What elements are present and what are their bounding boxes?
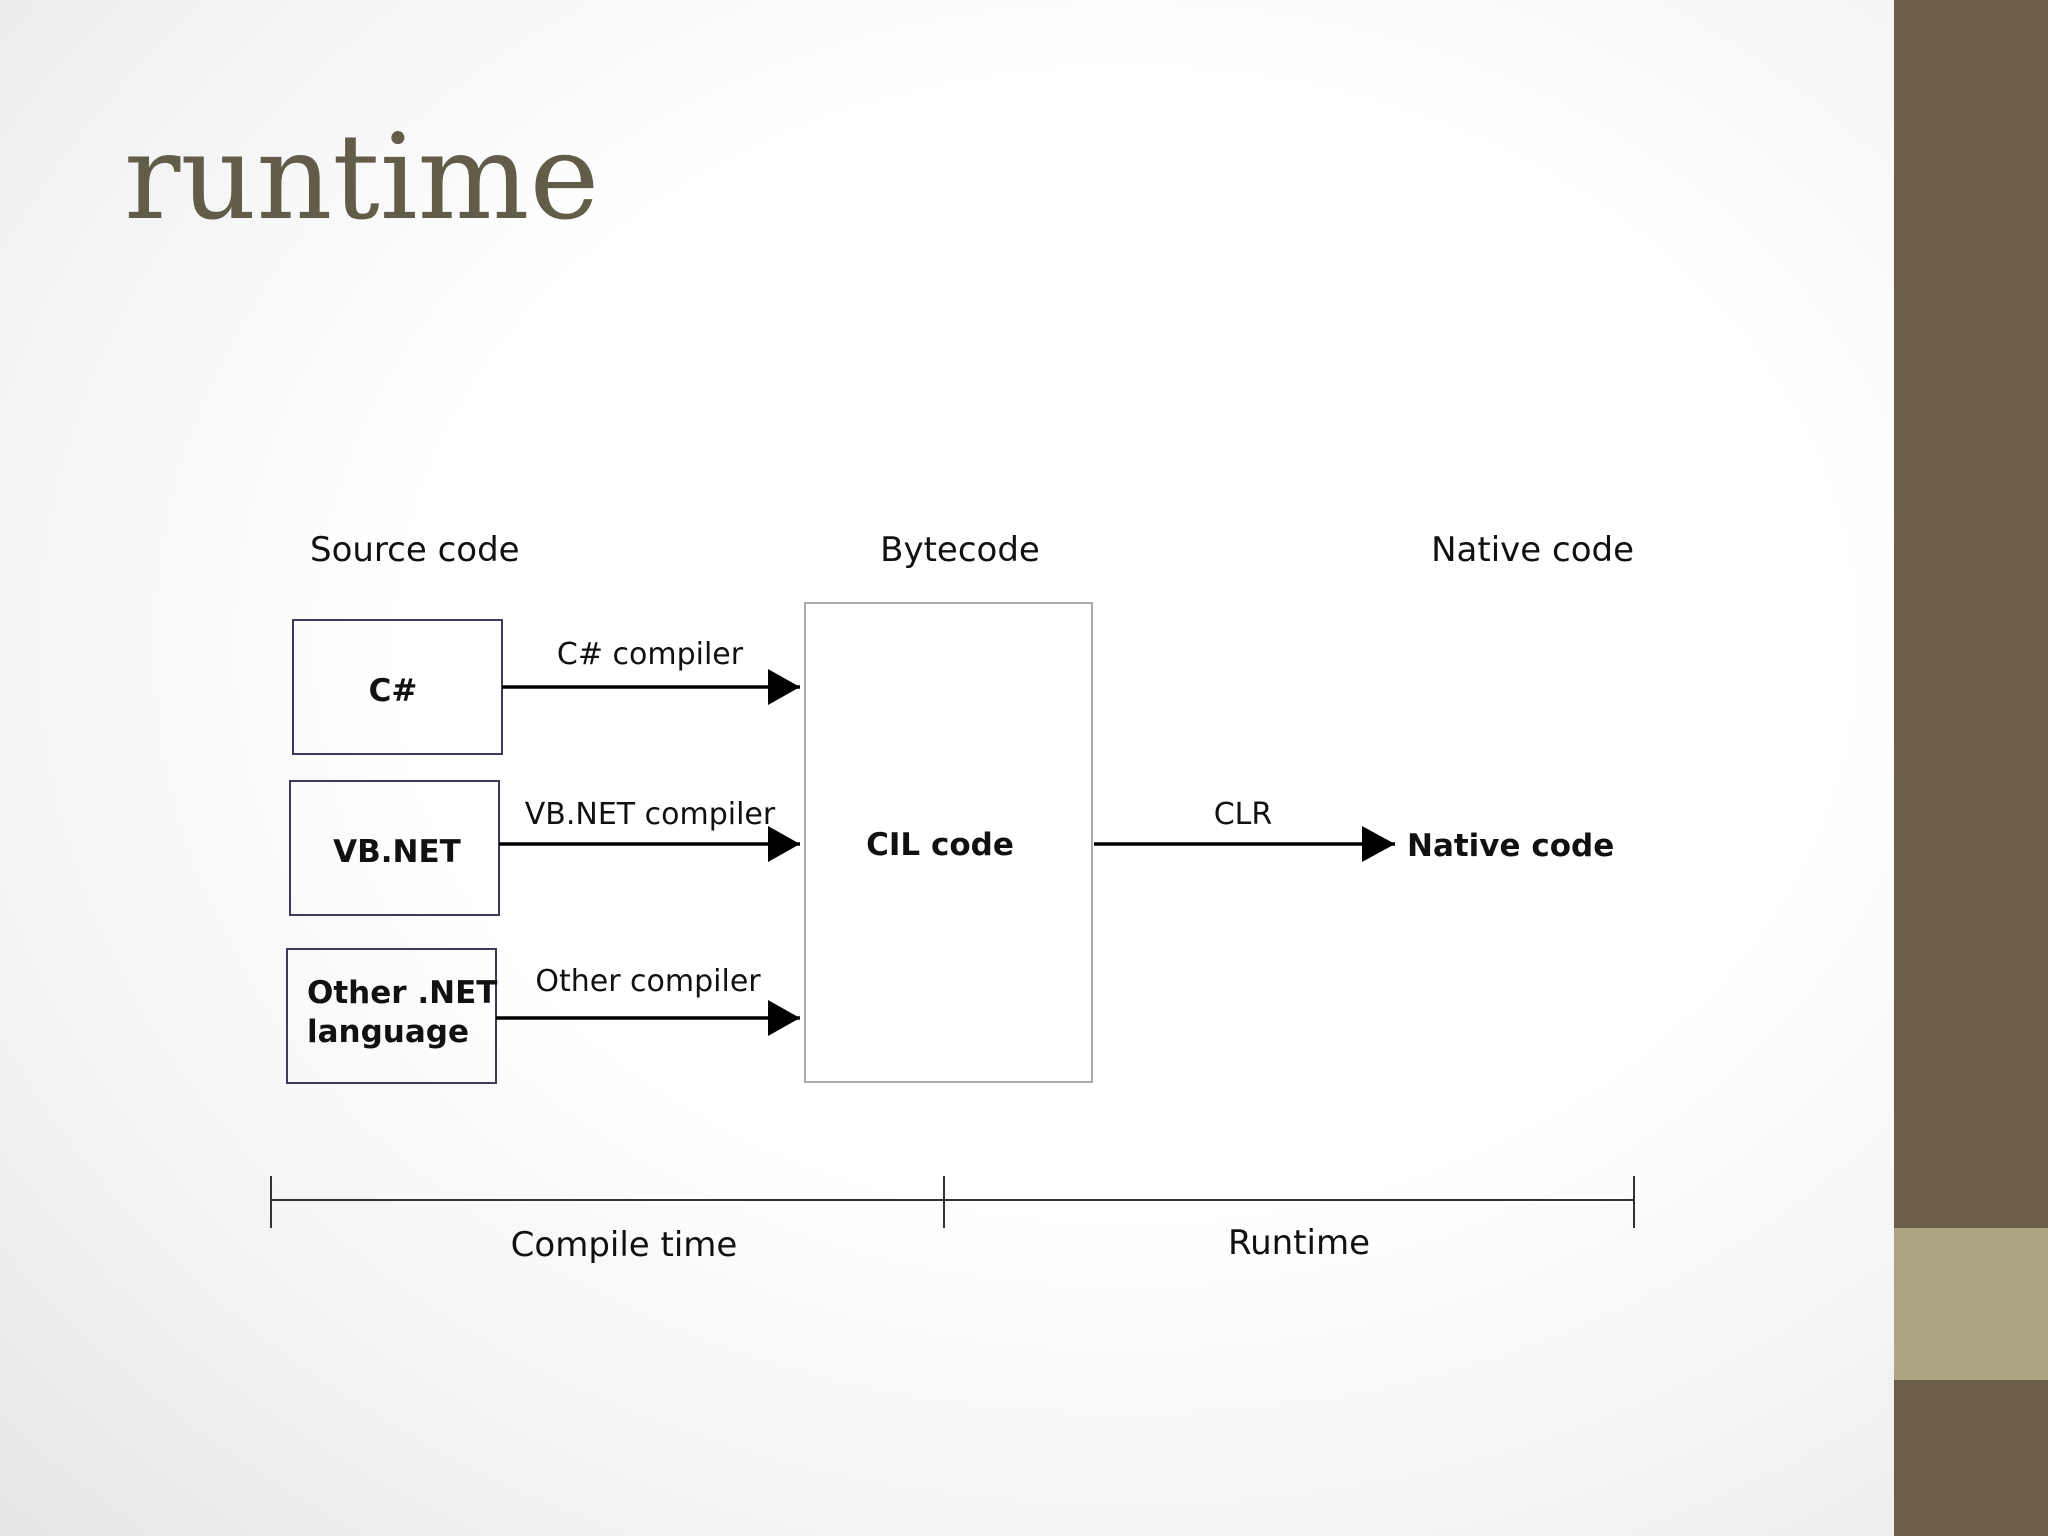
source-label-other-line1: Other .NET [307, 975, 497, 1011]
edge-label-csharp-compiler: C# compiler [557, 637, 744, 672]
header-bytecode: Bytecode [880, 530, 1040, 570]
timeline-label-runtime: Runtime [1228, 1223, 1370, 1263]
timeline-label-compile-time: Compile time [511, 1225, 738, 1265]
source-label-csharp: C# [369, 673, 418, 709]
native-code-output: Native code [1407, 828, 1614, 864]
side-decoration-accent [1894, 1228, 2048, 1380]
cil-code-label: CIL code [866, 827, 1014, 863]
arrowhead-csharp [768, 669, 800, 705]
arrowhead-clr [1362, 826, 1395, 862]
header-source-code: Source code [310, 530, 520, 570]
arrowhead-other [768, 1000, 800, 1036]
edge-label-clr: CLR [1214, 797, 1273, 832]
source-label-other-line2: language [307, 1014, 469, 1050]
source-box-other [286, 948, 497, 1084]
source-box-vbnet [289, 780, 500, 916]
edge-label-other-compiler: Other compiler [535, 964, 761, 999]
cil-code-box [804, 602, 1093, 1083]
source-label-vbnet: VB.NET [333, 834, 461, 870]
edge-label-vbnet-compiler: VB.NET compiler [525, 797, 776, 832]
arrowhead-vbnet [768, 826, 800, 862]
header-native-code: Native code [1431, 530, 1634, 570]
slide-title: runtime [124, 108, 600, 246]
